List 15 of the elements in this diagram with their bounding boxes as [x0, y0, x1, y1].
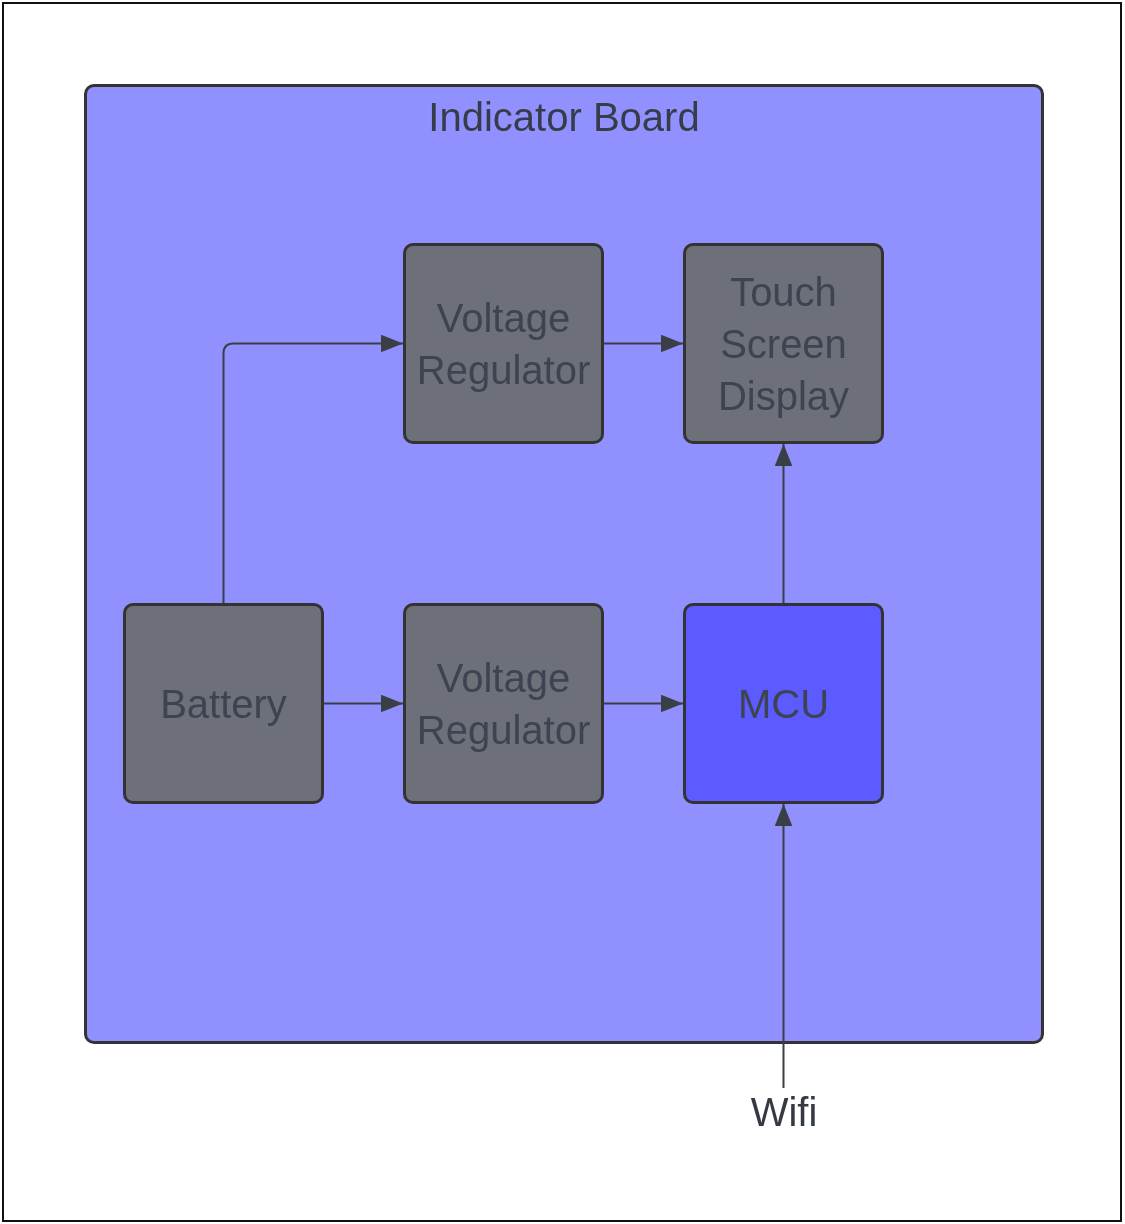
component-block [683, 603, 884, 804]
board-title: Indicator Board [427, 94, 701, 141]
arrow [323, 694, 404, 713]
board-frame [84, 84, 1044, 1044]
arrow [603, 334, 684, 353]
arrow [222, 334, 404, 604]
input-label: Wifi [734, 1088, 834, 1138]
arrow [774, 443, 793, 604]
component-block [123, 603, 324, 804]
component-block [403, 603, 604, 804]
component-block [403, 243, 604, 444]
arrow [603, 694, 684, 713]
block-label: MCU [737, 680, 830, 728]
arrow [774, 803, 793, 1089]
component-block [683, 243, 884, 444]
